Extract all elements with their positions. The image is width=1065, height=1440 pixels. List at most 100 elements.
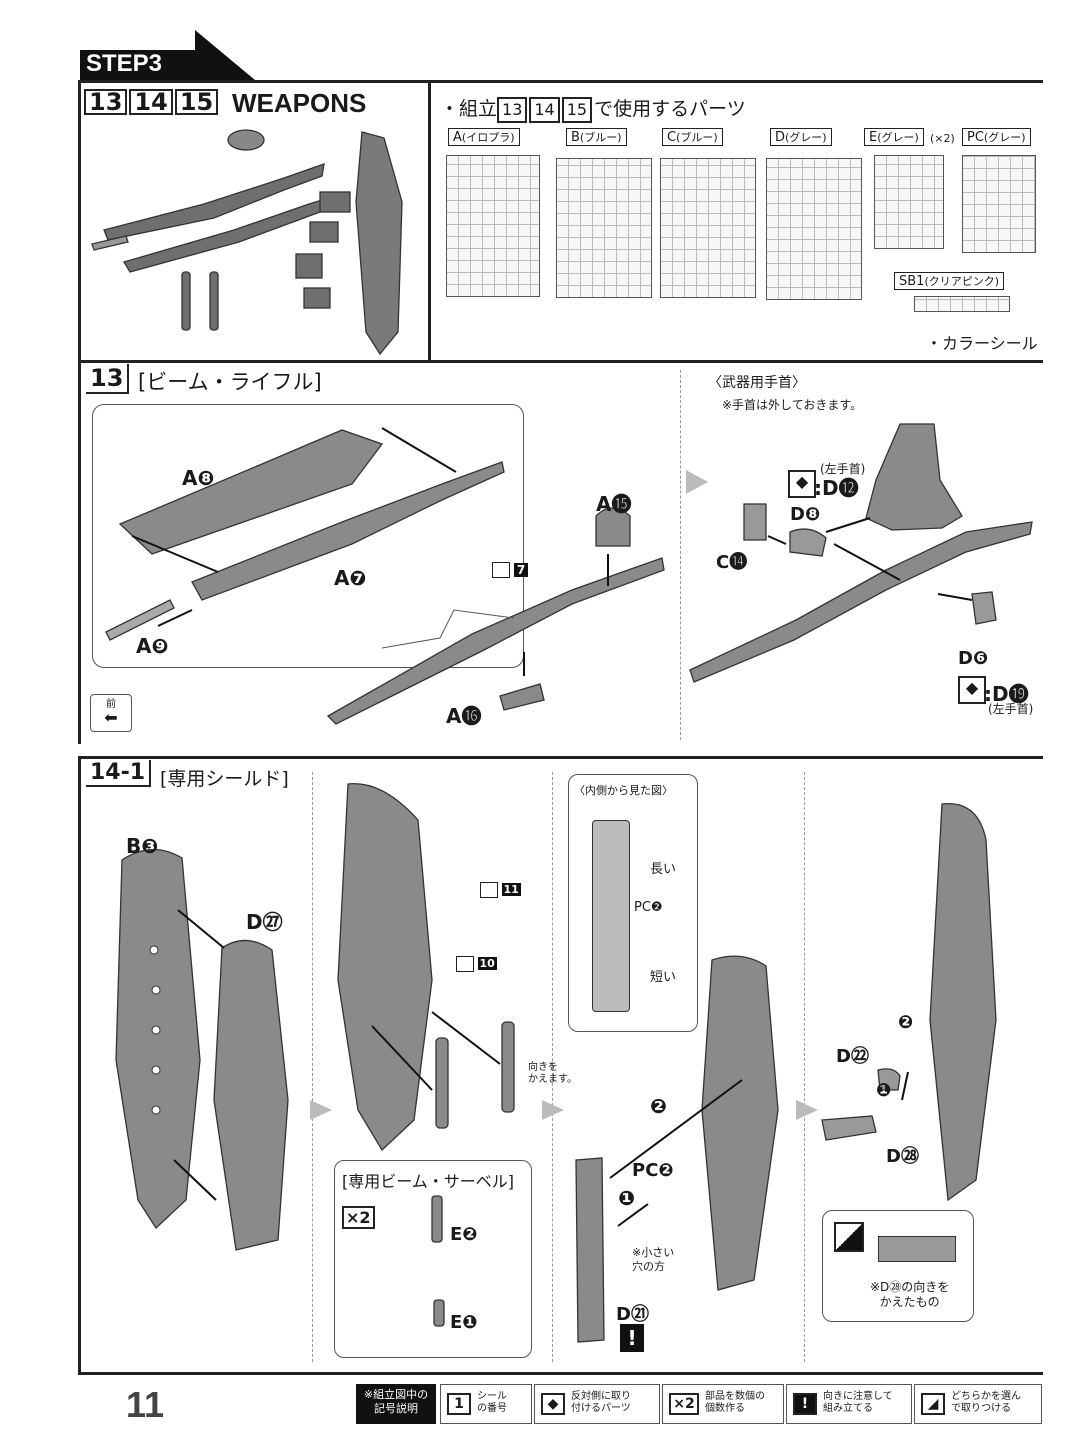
legend-count-icon: ×2 [669, 1393, 699, 1415]
runner-b-drawing [556, 158, 652, 298]
section-14-divider-3 [804, 772, 805, 1362]
legend-mirror-icon: ◆ [541, 1393, 565, 1415]
parts-header-prefix: ・組立 [440, 98, 498, 120]
part-a7: A❼ [334, 566, 367, 590]
rifle-detail-box [92, 404, 524, 668]
legend-item-choose: ◢ どちらかを選ん で取りつける [914, 1384, 1042, 1424]
runner-pc-drawing [962, 155, 1036, 253]
runner-e-drawing [874, 155, 944, 249]
part-a16: A⓰ [446, 704, 482, 728]
seal-icon [492, 562, 510, 578]
legend-item-caution: ! 向きに注意して 組み立てる [786, 1384, 912, 1424]
step-2-marker: ❷ [650, 1094, 667, 1118]
runner-c-drawing [660, 158, 756, 298]
runner-c-label: C(ブルー) [662, 128, 723, 146]
shield-assembly-illustration [115, 782, 997, 1343]
runner-e-label: E(グレー) [864, 128, 924, 146]
footer-rule [78, 1372, 1043, 1375]
part-d22: D㉒ [836, 1046, 869, 1067]
alt-option-box [822, 1210, 974, 1322]
short-label: 短い [650, 970, 677, 985]
section-14-rule [78, 756, 1043, 759]
runner-a-drawing [446, 155, 540, 297]
section-14-num: 14-1 [86, 760, 152, 787]
wrist-left-hand-label: (左手首) [820, 462, 866, 476]
part-c14: C⓮ [716, 552, 748, 573]
seal-7-num: 7 [513, 562, 529, 577]
runner-a-label: A(イロプラ) [448, 128, 520, 146]
section-13-divider [680, 370, 681, 740]
legend-item-seal: 1 シール の番号 [440, 1384, 532, 1424]
seal-10-marker: 10 [456, 956, 497, 972]
legend-choose-text: どちらかを選ん で取りつける [951, 1391, 1021, 1414]
part-d28: D㉘ [886, 1146, 919, 1167]
header-divider [428, 80, 431, 362]
seal-icon-11 [480, 882, 498, 898]
sb1-drawing [914, 296, 1010, 312]
legend-caution-text: 向きに注意して 組み立てる [823, 1391, 893, 1414]
step-num-13: 13 [84, 89, 128, 115]
part-d21: D㉑ [616, 1304, 649, 1325]
saber-title: [専用ビーム・サーベル] [342, 1172, 515, 1191]
front-label: 前 [106, 699, 116, 710]
seal-11-num: 11 [501, 883, 521, 896]
seal-10-num: 10 [477, 957, 497, 970]
section-13-num: 13 [86, 364, 130, 394]
arrow-right-icon [686, 470, 708, 494]
part-a8: A❽ [182, 466, 215, 490]
color-seal-label: ・カラーシール [926, 334, 1038, 353]
inner-view-box [568, 774, 698, 1032]
section-14-divider-1 [312, 772, 313, 1362]
mirror-icon: ◆ [788, 470, 816, 498]
long-label: 長い [650, 862, 677, 877]
runner-pc-label: PC(グレー) [962, 128, 1031, 146]
part-d12: :D⓬ [814, 476, 859, 500]
saber-box [334, 1160, 532, 1358]
step-title: WEAPONS [232, 88, 367, 118]
step-2-marker-b: ❷ [898, 1012, 914, 1033]
inner-view-part [592, 820, 630, 1012]
legend-choose-icon: ◢ [921, 1393, 945, 1415]
caution-icon: ! [620, 1324, 644, 1352]
legend-item-count: ×2 部品を数個の 個数作る [662, 1384, 784, 1424]
header-rule [78, 80, 1043, 83]
part-d19: :D⓳ [984, 682, 1029, 706]
step-num-15: 15 [174, 89, 219, 115]
part-d6: D❻ [958, 648, 989, 669]
legend-item-mirror: ◆ 反対側に取り 付けるパーツ [534, 1384, 660, 1424]
alt-option-note: ※D㉘の向きを かえたもの [870, 1280, 950, 1309]
part-d8: D❽ [790, 504, 821, 525]
sb1-label: SB1(クリアピンク) [894, 272, 1005, 290]
turn-note: 向きを かえます。 [528, 1062, 577, 1085]
part-pc2: PC❷ [632, 1160, 674, 1181]
section-14-leftbar [78, 756, 81, 1372]
front-indicator: 前 ⬅ [90, 694, 132, 732]
part-a9: A❾ [136, 634, 169, 658]
choose-one-icon [834, 1222, 864, 1252]
section-13-leftbar [78, 360, 81, 744]
step-label: STEP3 [86, 50, 163, 77]
step-1-marker: ❶ [618, 1186, 635, 1210]
part-b3: B❸ [126, 834, 159, 858]
part-d27: D㉗ [246, 910, 283, 934]
part-e1: E❶ [450, 1312, 478, 1333]
runner-b-label: B(ブルー) [566, 128, 627, 146]
legend-seal-text: シール の番号 [477, 1391, 507, 1414]
parts-num-14: 14 [529, 97, 560, 123]
legend-caution-icon: ! [793, 1393, 817, 1415]
runner-d-drawing [766, 158, 862, 300]
parts-num-13: 13 [497, 97, 528, 123]
legend-count-text: 部品を数個の 個数作る [705, 1391, 765, 1414]
page-number: 11 [126, 1384, 165, 1425]
step-num-14: 14 [129, 89, 173, 115]
legend-mirror-text: 反対側に取り 付けるパーツ [571, 1391, 631, 1414]
parts-num-15: 15 [561, 97, 593, 123]
front-arrow-icon: ⬅ [104, 708, 118, 727]
legend-seal-icon: 1 [447, 1393, 471, 1415]
wrist-left-hand-label-2: (左手首) [988, 702, 1034, 716]
part-a15: A⓯ [596, 492, 632, 516]
step-banner: STEP3 [80, 30, 255, 80]
section-14-title: [専用シールド] [160, 768, 289, 790]
step-1-marker-b: ❶ [876, 1080, 892, 1101]
